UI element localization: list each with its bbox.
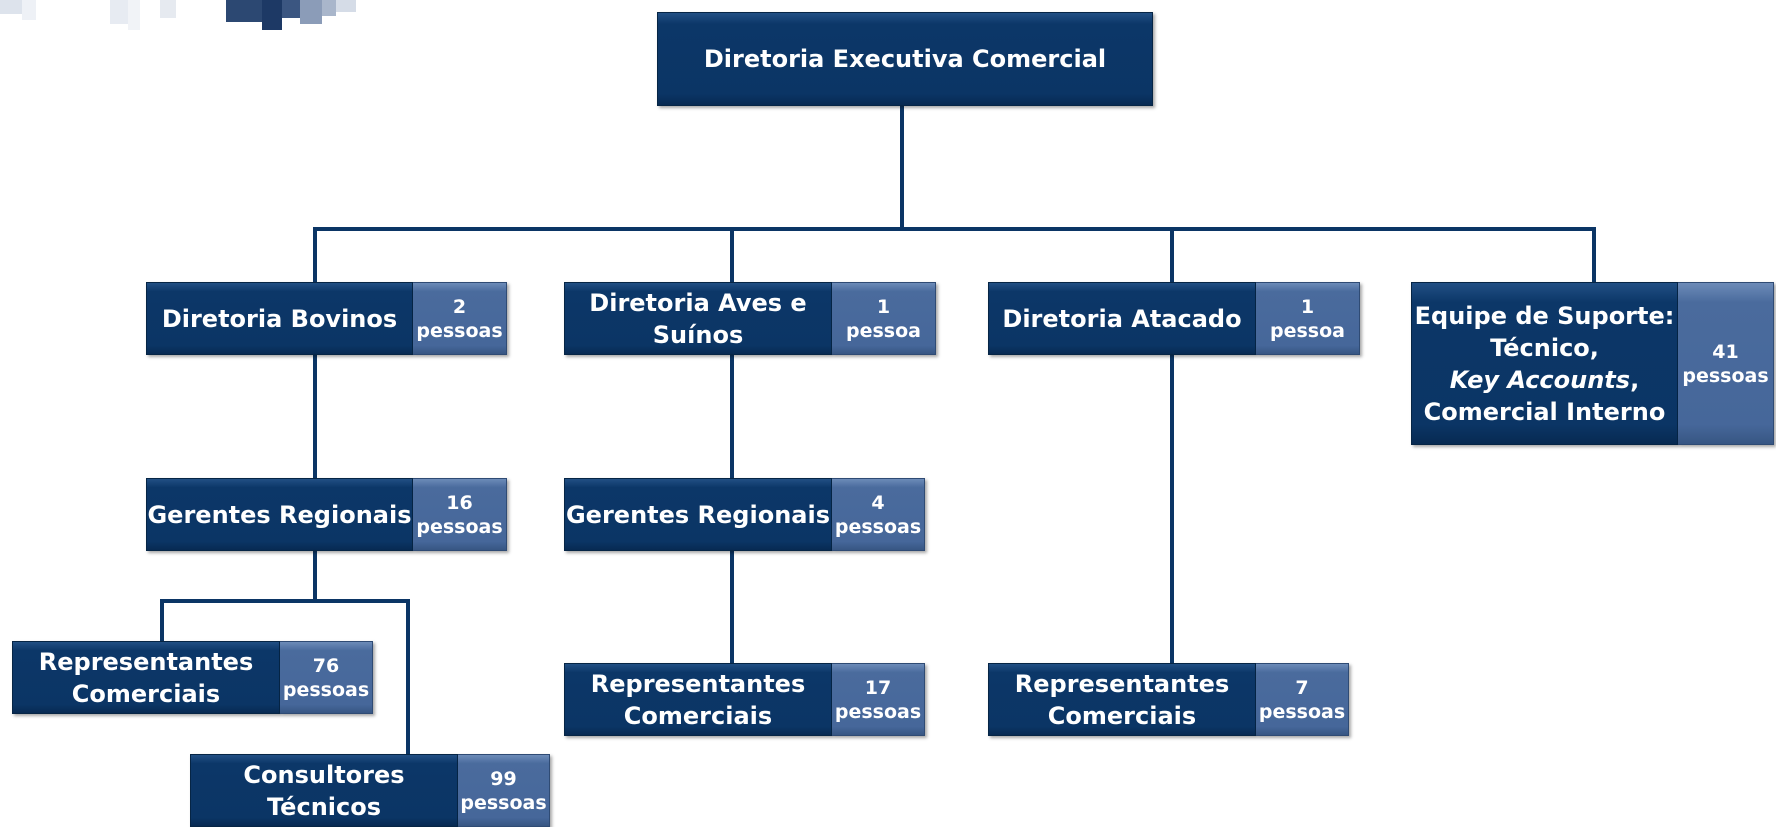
aves-regional-count: 4 (871, 491, 885, 514)
suporte-title-line2: Técnico, (1490, 333, 1599, 362)
bovinos-consultores-title-line2: Técnicos (267, 792, 381, 821)
bovinos-representantes-count: 76 (312, 654, 340, 677)
bovinos-title-box: Diretoria Bovinos (146, 282, 413, 355)
atacado-representantes-title-line2: Comerciais (1047, 701, 1197, 730)
aves-regional-title-box: Gerentes Regionais (564, 478, 832, 551)
bovinos-node: Diretoria Bovinos 2 pessoas (146, 282, 507, 355)
aves-representantes-count: 17 (864, 676, 892, 699)
atacado-representantes-count: 7 (1295, 676, 1309, 699)
atacado-representantes-unit: pessoas (1258, 700, 1346, 723)
bovinos-regional-unit: pessoas (416, 515, 503, 538)
bovinos-representantes-title-line1: Representantes (38, 647, 254, 676)
root-title-box: Diretoria Executiva Comercial (657, 12, 1153, 106)
bovinos-regional-node: Gerentes Regionais 16 pessoas (146, 478, 507, 551)
aves-title-line2: Suínos (652, 320, 744, 349)
bovinos-representantes-unit: pessoas (282, 678, 370, 701)
bovinos-regional-title: Gerentes Regionais (147, 500, 412, 529)
atacado-representantes-count-box: 7 pessoas (1256, 663, 1349, 736)
aves-regional-title: Gerentes Regionais (565, 500, 830, 529)
atacado-title-box: Diretoria Atacado (988, 282, 1256, 355)
aves-representantes-title-line1: Representantes (590, 669, 806, 698)
suporte-count-box: 41 pessoas (1678, 282, 1774, 445)
bovinos-consultores-count-box: 99 pessoas (458, 754, 550, 827)
atacado-title: Diretoria Atacado (1002, 304, 1242, 333)
bovinos-representantes-count-box: 76 pessoas (280, 641, 373, 714)
bovinos-consultores-unit: pessoas (460, 791, 547, 814)
bovinos-consultores-node: Consultores Técnicos 99 pessoas (190, 754, 550, 827)
suporte-title-line4: Comercial Interno (1423, 397, 1666, 426)
root-title: Diretoria Executiva Comercial (703, 45, 1107, 73)
bovinos-regional-title-box: Gerentes Regionais (146, 478, 413, 551)
bovinos-consultores-count: 99 (490, 767, 517, 790)
aves-title-line1: Diretoria Aves e (589, 288, 807, 317)
suporte-node: Equipe de Suporte: Técnico, Key Accounts… (1411, 282, 1774, 445)
bovinos-count-box: 2 pessoas (413, 282, 507, 355)
suporte-unit: pessoas (1682, 364, 1769, 387)
aves-representantes-title-box: Representantes Comerciais (564, 663, 832, 736)
aves-regional-node: Gerentes Regionais 4 pessoas (564, 478, 925, 551)
aves-count-box: 1 pessoa (832, 282, 936, 355)
aves-node: Diretoria Aves e Suínos 1 pessoa (564, 282, 936, 355)
atacado-node: Diretoria Atacado 1 pessoa (988, 282, 1360, 355)
aves-representantes-unit: pessoas (834, 700, 922, 723)
suporte-count: 41 (1712, 340, 1739, 363)
aves-representantes-node: Representantes Comerciais 17 pessoas (564, 663, 925, 736)
atacado-representantes-title-box: Representantes Comerciais (988, 663, 1256, 736)
bovinos-title: Diretoria Bovinos (161, 304, 398, 333)
aves-title-box: Diretoria Aves e Suínos (564, 282, 832, 355)
aves-count: 1 (876, 295, 891, 318)
atacado-representantes-node: Representantes Comerciais 7 pessoas (988, 663, 1349, 736)
bovinos-representantes-title-line2: Comerciais (71, 679, 221, 708)
bovinos-representantes-node: Representantes Comerciais 76 pessoas (12, 641, 373, 714)
aves-regional-unit: pessoas (834, 515, 922, 538)
aves-representantes-title-line2: Comerciais (623, 701, 773, 730)
atacado-count-box: 1 pessoa (1256, 282, 1360, 355)
aves-representantes-count-box: 17 pessoas (832, 663, 925, 736)
bovinos-consultores-title-box: Consultores Técnicos (190, 754, 458, 827)
bovinos-regional-count-box: 16 pessoas (413, 478, 507, 551)
bovinos-count: 2 (452, 295, 467, 318)
suporte-title-line3-wrap: Key Accounts, (1450, 364, 1639, 396)
bovinos-representantes-title-box: Representantes Comerciais (12, 641, 280, 714)
bovinos-regional-count: 16 (446, 491, 473, 514)
aves-unit: pessoa (846, 319, 921, 342)
atacado-count: 1 (1300, 295, 1315, 318)
atacado-unit: pessoa (1270, 319, 1345, 342)
aves-regional-count-box: 4 pessoas (832, 478, 925, 551)
bovinos-consultores-title-line1: Consultores (243, 760, 405, 789)
decorative-corner-pattern (0, 0, 356, 30)
root-node: Diretoria Executiva Comercial (657, 12, 1153, 106)
suporte-title-line3: Key Accounts (1449, 365, 1631, 394)
suporte-title-line3-suffix: , (1630, 365, 1640, 394)
atacado-representantes-title-line1: Representantes (1014, 669, 1230, 698)
bovinos-unit: pessoas (416, 319, 503, 342)
suporte-title-box: Equipe de Suporte: Técnico, Key Accounts… (1411, 282, 1678, 445)
suporte-title-line1: Equipe de Suporte: (1414, 301, 1675, 330)
